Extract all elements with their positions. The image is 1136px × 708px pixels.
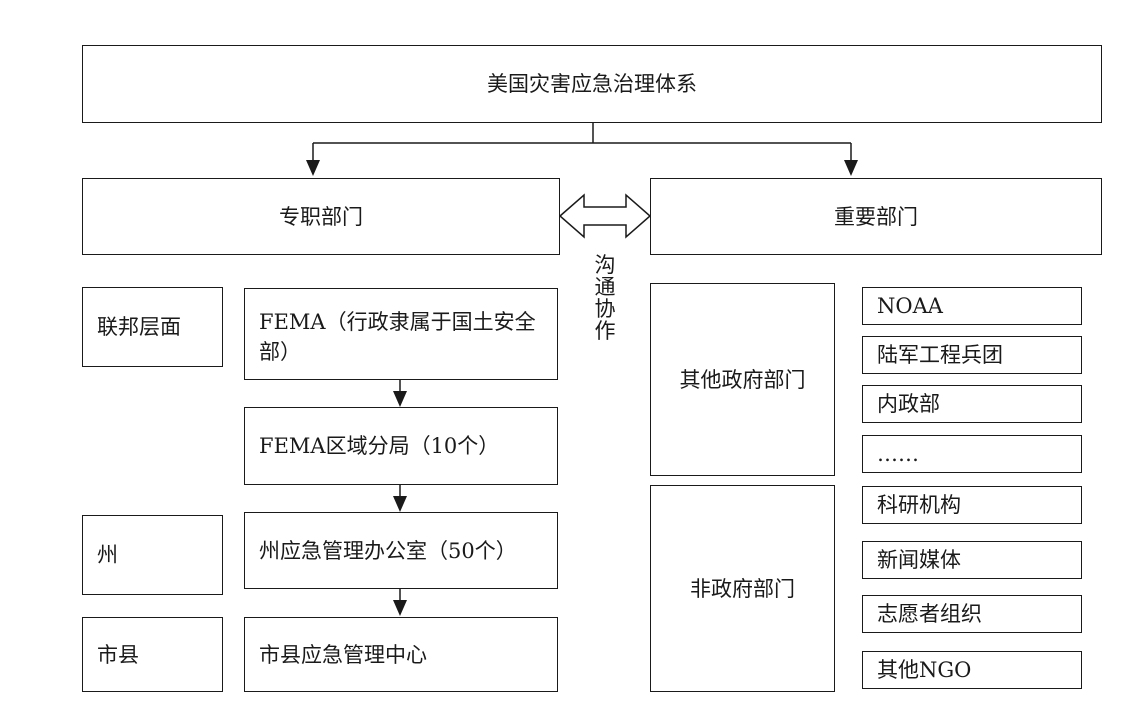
fema-regional-box: FEMA区域分局（10个） [244,407,558,485]
title-box: 美国灾害应急治理体系 [82,45,1102,123]
list-item: …… [862,435,1082,473]
communication-label: 沟 通 协 作 [590,254,620,342]
non-gov-dept-box: 非政府部门 [650,485,835,692]
level-state: 州 [82,515,223,595]
connector-char: 协 [594,297,616,321]
list-item: 科研机构 [862,486,1082,524]
important-dept-box: 重要部门 [650,178,1102,255]
list-item: NOAA [862,287,1082,325]
connector-char: 沟 [594,253,616,277]
level-city: 市县 [82,617,223,692]
list-item: 陆军工程兵团 [862,336,1082,374]
list-item: 其他NGO [862,651,1082,689]
important-dept-label: 重要部门 [834,204,918,229]
list-item: 志愿者组织 [862,595,1082,633]
connector-char: 通 [594,275,616,299]
other-gov-dept-box: 其他政府部门 [650,283,835,476]
diagram-title: 美国灾害应急治理体系 [487,72,697,96]
dedicated-dept-label: 专职部门 [279,204,363,229]
fema-box: FEMA（行政隶属于国土安全部） [244,288,558,380]
connector-char: 作 [594,319,616,343]
double-arrow-icon [558,193,652,239]
list-item: 新闻媒体 [862,541,1082,579]
state-office-box: 州应急管理办公室（50个） [244,512,558,589]
list-item: 内政部 [862,385,1082,423]
level-federal: 联邦层面 [82,287,223,367]
city-center-box: 市县应急管理中心 [244,617,558,692]
dedicated-dept-box: 专职部门 [82,178,560,255]
